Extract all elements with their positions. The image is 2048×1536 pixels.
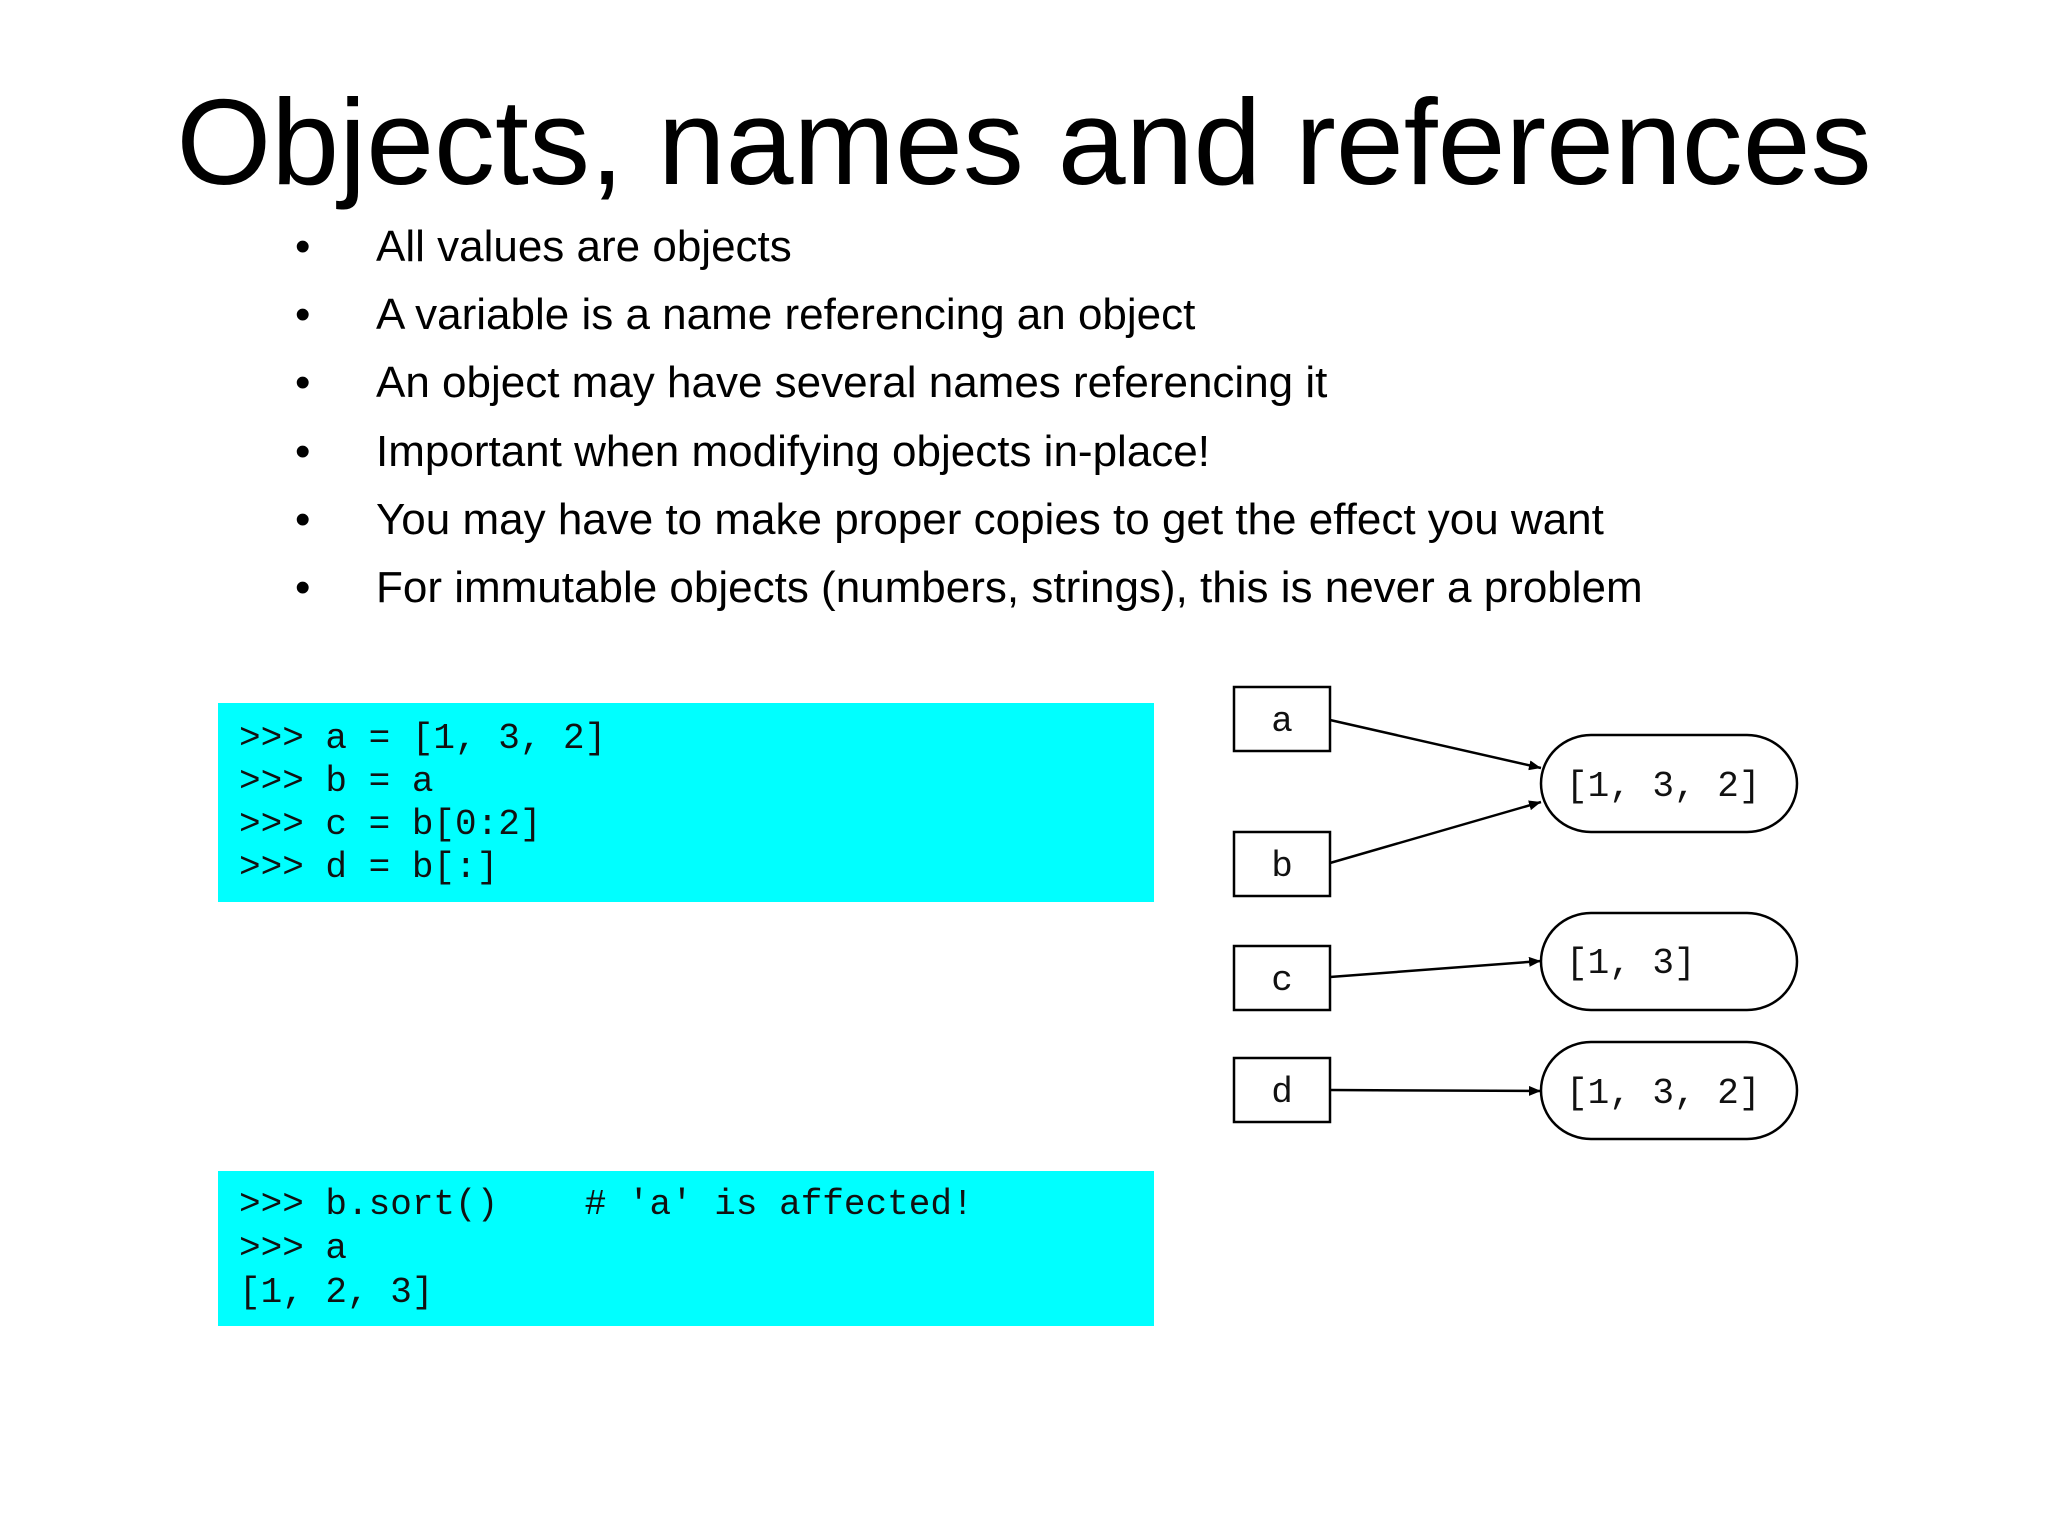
bullet-text: You may have to make proper copies to ge…	[376, 495, 1604, 544]
name-box-a	[1232, 685, 1332, 753]
bullet-icon: •	[295, 563, 311, 612]
bullet-text: An object may have several names referen…	[376, 358, 1328, 407]
name-box-c	[1232, 944, 1332, 1012]
object-label-1: [1, 3, 2]	[1566, 766, 1760, 807]
arrow-c-to-object	[1329, 956, 1542, 979]
bullet-icon: •	[295, 495, 311, 544]
name-label-d: d	[1271, 1072, 1293, 1113]
code-line: >>> b.sort() # 'a' is affected!	[239, 1184, 974, 1225]
bullet-text: All values are objects	[376, 222, 792, 271]
code-block-sort: >>> b.sort() # 'a' is affected! >>> a [1…	[218, 1171, 1154, 1326]
object-box-1	[1539, 733, 1799, 834]
object-label-2: [1, 3]	[1566, 943, 1696, 984]
bullet-icon: •	[295, 290, 311, 339]
name-label-b: b	[1271, 846, 1293, 887]
arrow-d-to-object	[1329, 1085, 1542, 1096]
name-label-c: c	[1271, 960, 1293, 1001]
name-label-a: a	[1271, 701, 1293, 742]
code-line: [1, 2, 3]	[239, 1272, 434, 1313]
slide-title: Objects, names and references	[176, 74, 1872, 210]
bullet-icon: •	[295, 222, 311, 271]
code-line: >>> c = b[0:2]	[239, 804, 542, 845]
bullet-text: A variable is a name referencing an obje…	[376, 290, 1196, 339]
code-line: >>> a	[239, 1228, 348, 1269]
bullet-text: Important when modifying objects in-plac…	[376, 427, 1210, 476]
bullet-icon: •	[295, 427, 311, 476]
name-box-b	[1232, 830, 1332, 898]
code-line: >>> b = a	[239, 761, 434, 802]
object-label-3: [1, 3, 2]	[1566, 1073, 1760, 1114]
code-line: >>> a = [1, 3, 2]	[239, 718, 607, 759]
arrow-a-to-object	[1329, 718, 1542, 771]
bullet-icon: •	[295, 358, 311, 407]
code-block-assignments: >>> a = [1, 3, 2] >>> b = a >>> c = b[0:…	[218, 703, 1154, 902]
code-line: >>> d = b[:]	[239, 847, 499, 888]
arrow-b-to-object	[1329, 800, 1542, 865]
bullet-text: For immutable objects (numbers, strings)…	[376, 563, 1643, 612]
